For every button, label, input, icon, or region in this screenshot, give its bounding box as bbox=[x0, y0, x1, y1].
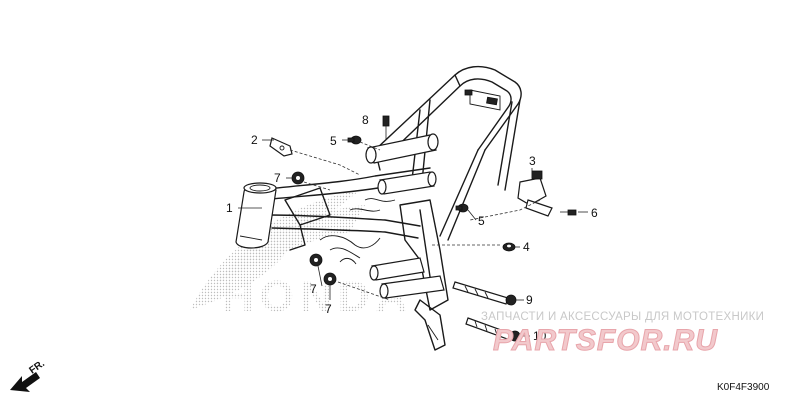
ignition-switch-3 bbox=[517, 170, 553, 217]
callout-5b: 5 bbox=[478, 214, 485, 228]
callout-7c: 7 bbox=[325, 302, 332, 316]
callout-9: 9 bbox=[526, 293, 533, 307]
front-arrow-icon bbox=[10, 372, 40, 392]
long-bolt-10 bbox=[465, 317, 521, 342]
callout-2: 2 bbox=[251, 133, 258, 147]
leader-lines bbox=[238, 139, 588, 337]
callouts: 1 2 3 4 5 5 6 7 7 7 8 9 10 bbox=[226, 113, 598, 343]
watermark-tagline: ЗАПЧАСТИ И АКСЕССУАРЫ ДЛЯ МОТОТЕХНИКИ bbox=[481, 311, 764, 323]
bolt-5b bbox=[455, 203, 469, 213]
front-direction-marker: FR. bbox=[10, 358, 47, 392]
grommet-7a bbox=[291, 171, 305, 185]
callout-5a: 5 bbox=[330, 134, 337, 148]
callout-1: 1 bbox=[226, 201, 233, 215]
long-bolt-9 bbox=[452, 281, 517, 306]
watermark-logo: PARTSFOR.RU bbox=[493, 324, 718, 357]
grommet-7c bbox=[323, 272, 337, 286]
head-tube bbox=[235, 182, 277, 249]
grommet-7b bbox=[309, 253, 323, 267]
bolt-6 bbox=[560, 209, 577, 216]
callout-7b: 7 bbox=[310, 282, 317, 296]
screw-8 bbox=[382, 115, 390, 140]
partsfor-watermark: ЗАПЧАСТИ И АКСЕССУАРЫ ДЛЯ МОТОТЕХНИКИ PA… bbox=[481, 311, 764, 358]
callout-10: 10 bbox=[533, 329, 547, 343]
callout-8: 8 bbox=[362, 113, 369, 127]
callout-4: 4 bbox=[523, 240, 530, 254]
callout-6: 6 bbox=[591, 206, 598, 220]
bracket-2 bbox=[269, 137, 293, 157]
callout-3: 3 bbox=[529, 154, 536, 168]
fr-label: FR. bbox=[27, 358, 47, 376]
callout-7a: 7 bbox=[274, 171, 281, 185]
main-frame-assembly bbox=[259, 65, 522, 351]
drawing-code: K0F4F3900 bbox=[717, 382, 770, 393]
